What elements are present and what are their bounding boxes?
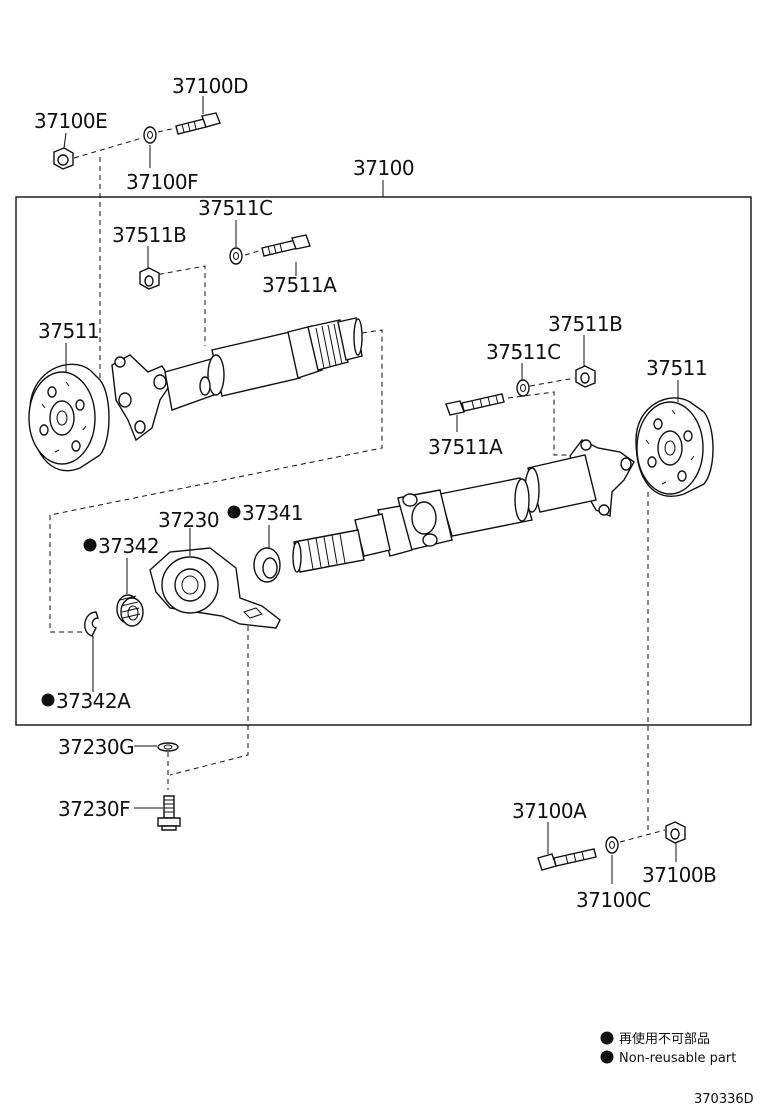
legend-text-jp: 再使用不可部品 — [619, 1031, 710, 1047]
non-reusable-marker-37342A — [41, 693, 55, 707]
nut-37511B-top — [139, 267, 160, 290]
label-37511-right: 37511 — [646, 356, 707, 380]
flange-yoke-left — [111, 354, 173, 442]
label-37342A: 37342A — [56, 689, 131, 713]
label-37511B-right: 37511B — [548, 312, 622, 336]
bolt-37100A — [537, 848, 597, 871]
bolt-37100D — [175, 112, 221, 135]
legend-marker-2 — [600, 1050, 614, 1064]
bolt-37511A-right — [445, 393, 505, 416]
flex-coupling-left — [28, 363, 110, 472]
label-37230G: 37230G — [58, 735, 134, 759]
label-37100: 37100 — [353, 156, 414, 180]
label-37511B-top: 37511B — [112, 223, 186, 247]
label-37100E: 37100E — [34, 109, 107, 133]
washer-37100F — [143, 126, 157, 144]
washer-37230G — [157, 742, 179, 752]
propeller-shaft-rear — [292, 454, 597, 573]
label-37230: 37230 — [158, 508, 219, 532]
nut-37511B-right — [575, 365, 596, 388]
label-37100B: 37100B — [642, 863, 716, 887]
label-37511A-top: 37511A — [262, 273, 337, 297]
label-37511-left: 37511 — [38, 319, 99, 343]
legend-marker-1 — [600, 1031, 614, 1045]
bolt-37511A-top — [261, 234, 311, 257]
dust-seal-37341 — [253, 547, 281, 583]
label-37511A-right: 37511A — [428, 435, 503, 459]
label-37230F: 37230F — [58, 797, 130, 821]
nut-37100B — [665, 821, 686, 844]
bolt-37230F — [157, 795, 181, 831]
center-bearing-37230 — [149, 547, 281, 629]
non-reusable-marker-37342 — [83, 538, 97, 552]
legend-text-en: Non-reusable part — [619, 1051, 736, 1066]
label-37100D: 37100D — [172, 74, 248, 98]
nut-37100E — [53, 147, 74, 170]
figure-code: 370336D — [694, 1092, 754, 1107]
label-37100C: 37100C — [576, 888, 651, 912]
washer-37100C — [605, 836, 619, 854]
spring-37342 — [116, 594, 144, 627]
non-reusable-marker-37341 — [227, 505, 241, 519]
label-37511C-right: 37511C — [486, 340, 561, 364]
label-37100A: 37100A — [512, 799, 587, 823]
label-37341: 37341 — [242, 501, 303, 525]
washer-37511C-right — [516, 379, 530, 397]
snap-ring-37342A — [84, 611, 99, 637]
label-37342: 37342 — [98, 534, 159, 558]
legend: 再使用不可部品 Non-reusable part — [600, 1031, 736, 1066]
washer-37511C-top — [229, 247, 243, 265]
label-37511C-top: 37511C — [198, 196, 273, 220]
flex-coupling-right — [635, 397, 714, 497]
label-37100F: 37100F — [126, 170, 198, 194]
propeller-shaft-front — [164, 317, 363, 411]
